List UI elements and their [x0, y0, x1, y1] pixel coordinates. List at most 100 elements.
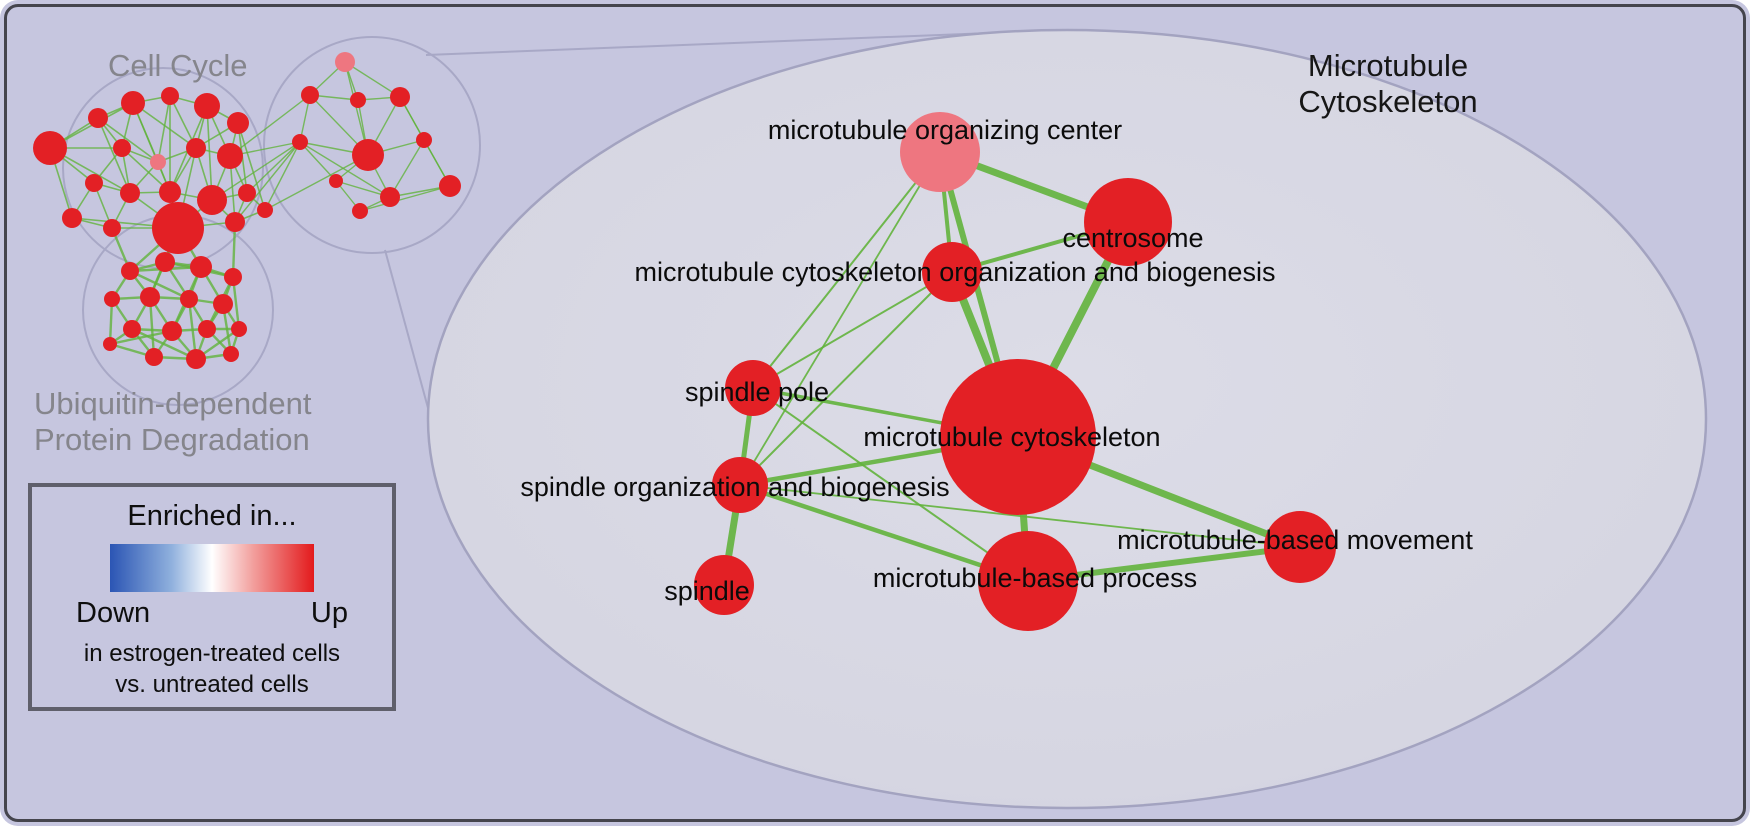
node-label-spindle: spindle: [664, 576, 750, 606]
node-microtubule-organizing-center: [900, 112, 980, 192]
cluster-label-microtubule-line1: Microtubule: [1307, 48, 1469, 83]
overview-edge: [109, 329, 173, 346]
legend-title: Enriched in...: [127, 500, 297, 532]
overview-gene-set-node: [190, 256, 212, 278]
overview-gene-set-node: [88, 108, 108, 128]
overview-edge: [389, 139, 425, 198]
overview-gene-set-node: [225, 212, 245, 232]
overview-gene-set-node: [223, 346, 239, 362]
overview-gene-set-node: [180, 290, 198, 308]
overview-gene-set-node: [197, 185, 227, 215]
cluster-label-ubiquitin: Ubiquitin-dependent Protein Degradation: [34, 386, 312, 458]
overview-gene-set-node: [194, 93, 220, 119]
cluster-circle-microtubule: [263, 36, 481, 254]
node-label-spindle-pole: spindle pole: [685, 377, 829, 407]
overview-edge: [264, 141, 301, 211]
overview-gene-set-node: [120, 183, 140, 203]
overview-gene-set-node: [103, 337, 117, 351]
cluster-label-microtubule-line2: Cytoskeleton: [1298, 84, 1478, 119]
node-label-microtubule-based-process: microtubule-based process: [873, 563, 1197, 593]
overview-gene-set-node: [350, 92, 366, 108]
overview-edge: [246, 141, 301, 194]
node-spindle: [694, 555, 754, 615]
node-label-microtubule-organizing-center: microtubule organizing center: [768, 115, 1122, 145]
overview-gene-set-node: [123, 320, 141, 338]
legend-caption-line1: in estrogen-treated cells: [83, 640, 341, 667]
node-microtubule-based-movement: [1264, 511, 1336, 583]
overview-gene-set-node: [238, 184, 256, 202]
overview-gene-set-node: [150, 154, 166, 170]
overview-edge: [299, 141, 391, 198]
overview-edge: [264, 154, 369, 211]
overview-gene-set-node: [145, 348, 163, 366]
cluster-label-ubiquitin-line2: Protein Degradation: [34, 422, 310, 457]
legend-up-label: Up: [310, 597, 348, 629]
overview-gene-set-node: [329, 174, 343, 188]
overview-gene-set-node: [121, 262, 139, 280]
overview-edge: [299, 141, 337, 182]
zoom-edge: [752, 151, 941, 389]
overview-gene-set-node: [439, 175, 461, 197]
node-label-microtubule-cytoskeleton: microtubule cytoskeleton: [863, 422, 1160, 452]
overview-gene-set-node: [152, 202, 204, 254]
overview-gene-set-node: [104, 291, 120, 307]
zoom-edge: [752, 387, 1029, 582]
overview-edge: [129, 269, 190, 301]
cluster-label-cell-cycle: Cell Cycle: [108, 48, 248, 83]
node-label-microtubule-based-movement: microtubule-based movement: [1117, 525, 1473, 555]
zoom-edge: [752, 271, 953, 389]
legend-endpoints: Down Up: [32, 597, 392, 630]
overview-gene-set-node: [159, 181, 181, 203]
overview-gene-set-node: [390, 87, 410, 107]
overview-gene-set-node: [292, 134, 308, 150]
overview-edge: [148, 296, 156, 358]
node-microtubule-cytoskeleton: [940, 359, 1096, 515]
cluster-label-ubiquitin-line1: Ubiquitin-dependent: [34, 386, 312, 421]
legend-box: Enriched in... Down Up in estrogen-treat…: [28, 483, 396, 711]
node-spindle-pole: [725, 360, 781, 416]
overview-network-layer: [33, 36, 481, 406]
legend-caption: in estrogen-treated cells vs. untreated …: [32, 638, 392, 700]
overview-edge: [157, 95, 171, 163]
overview-gene-set-node: [213, 294, 233, 314]
zoom-connector-line: [425, 32, 991, 56]
zoom-edge: [737, 482, 1031, 584]
overview-gene-set-node: [231, 321, 247, 337]
overview-edge: [211, 141, 301, 201]
overview-gene-set-node: [103, 219, 121, 237]
overview-edge: [359, 185, 451, 212]
overview-edge: [237, 122, 266, 211]
overview-edge: [229, 94, 311, 157]
overview-gene-set-node: [380, 187, 400, 207]
overview-edge: [206, 105, 213, 201]
overview-gene-set-node: [224, 268, 242, 286]
overview-gene-set-node: [217, 143, 243, 169]
overview-gene-set-node: [85, 174, 103, 192]
node-label-spindle-organization-and-biogenesis: spindle organization and biogenesis: [520, 472, 949, 502]
zoom-edge: [739, 151, 941, 486]
overview-gene-set-node: [33, 131, 67, 165]
overview-gene-set-node: [140, 287, 160, 307]
overview-gene-set-node: [301, 86, 319, 104]
legend-gradient-bar: [110, 544, 314, 592]
overview-gene-set-node: [227, 112, 249, 134]
overview-edge: [234, 141, 301, 223]
overview-gene-set-node: [121, 91, 145, 115]
legend-caption-line2: vs. untreated cells: [115, 671, 309, 698]
node-label-microtubule-cytoskeleton-organization-and-biogenesis: microtubule cytoskeleton organization an…: [635, 257, 1276, 287]
overview-gene-set-node: [198, 320, 216, 338]
zoom-edge: [739, 484, 1301, 548]
overview-gene-set-node: [162, 321, 182, 341]
node-microtubule-cytoskeleton-organization-and-biogenesis: [922, 242, 982, 302]
legend-down-label: Down: [76, 597, 151, 629]
overview-gene-set-node: [113, 139, 131, 157]
overview-edge: [97, 117, 159, 163]
overview-gene-set-node: [335, 52, 355, 72]
overview-gene-set-node: [416, 132, 432, 148]
overview-gene-set-node: [186, 349, 206, 369]
overview-gene-set-node: [155, 252, 175, 272]
overview-gene-set-node: [257, 202, 273, 218]
zoom-edge: [739, 271, 953, 486]
